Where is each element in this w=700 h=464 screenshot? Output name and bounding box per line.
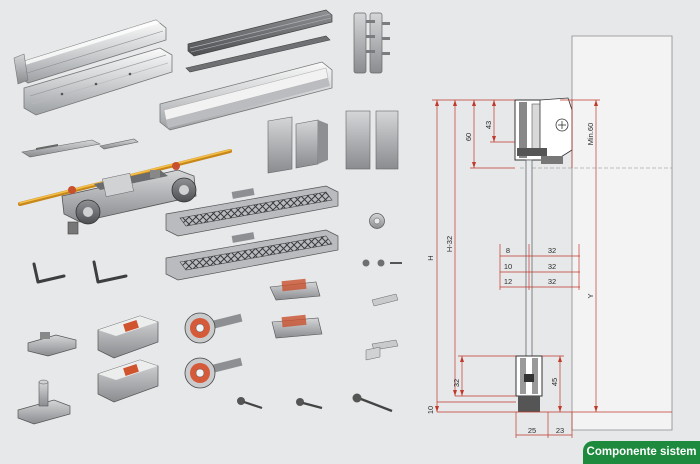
dim-43: 43 [484,121,493,129]
glass-thickness-12: 12 [504,277,512,286]
glass-thickness-10: 10 [504,262,512,271]
glass-offset-10: 32 [548,262,556,271]
dim-y: Y [586,293,595,298]
guide-rollers [269,278,323,339]
small-fasteners [362,213,402,361]
bottom-guide-wheels [184,312,243,389]
screws [237,393,393,413]
flat-brackets [21,138,139,158]
dim-23: 23 [556,426,564,435]
components-area [13,9,402,425]
roller-carriage [18,149,232,235]
glass-offset-12: 32 [548,277,556,286]
bottom-profile-section [515,355,543,412]
dim-25: 25 [528,426,536,435]
dim-h: H [426,255,435,260]
soft-close-dampers [165,185,339,281]
dim-min-60: Min.60 [586,123,595,146]
glass-thickness-8: 8 [506,246,510,255]
dim-top-60: 60 [464,133,473,141]
channel-profile [159,61,333,131]
allen-keys [32,260,128,284]
glass-offset-8: 32 [548,246,556,255]
top-rail-profile [13,19,167,85]
section-badge: Componente sistem [583,441,700,464]
mounting-rail-profile [23,47,173,116]
dim-10: 10 [426,406,435,414]
guide-track-profile [185,9,333,73]
dim-h-minus-32: H-32 [445,236,454,252]
end-stops [353,12,390,74]
floor-pin [17,332,77,425]
cross-section-drawing: H H-32 60 43 Min.60 Y 32 45 10 25 23 8 3… [426,35,673,438]
cover-panels [267,110,399,174]
dim-45: 45 [550,378,559,386]
dim-bottom-32: 32 [452,379,461,387]
floor-guide-blocks [97,315,159,403]
top-profile-section [514,97,573,164]
